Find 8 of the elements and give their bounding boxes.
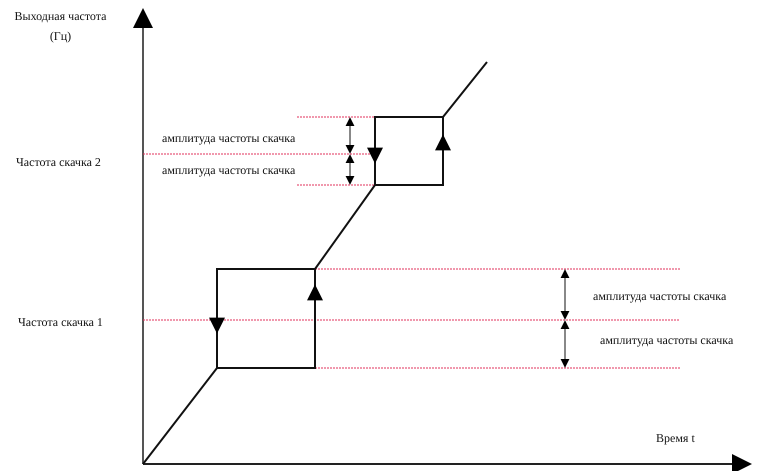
dimension-label: амплитуда частоты скачка	[600, 332, 734, 349]
dimension-label: амплитуда частоты скачка	[162, 130, 296, 147]
dimension-label: амплитуда частоты скачка	[162, 162, 296, 179]
dimension-label: амплитуда частоты скачка	[593, 288, 726, 305]
tick-label: Частота скачка 1	[18, 314, 103, 331]
axis-title: Выходная частота (Гц)	[14, 8, 108, 45]
axis-title: Время t	[656, 430, 695, 447]
tick-label: Частота скачка 2	[16, 154, 101, 171]
